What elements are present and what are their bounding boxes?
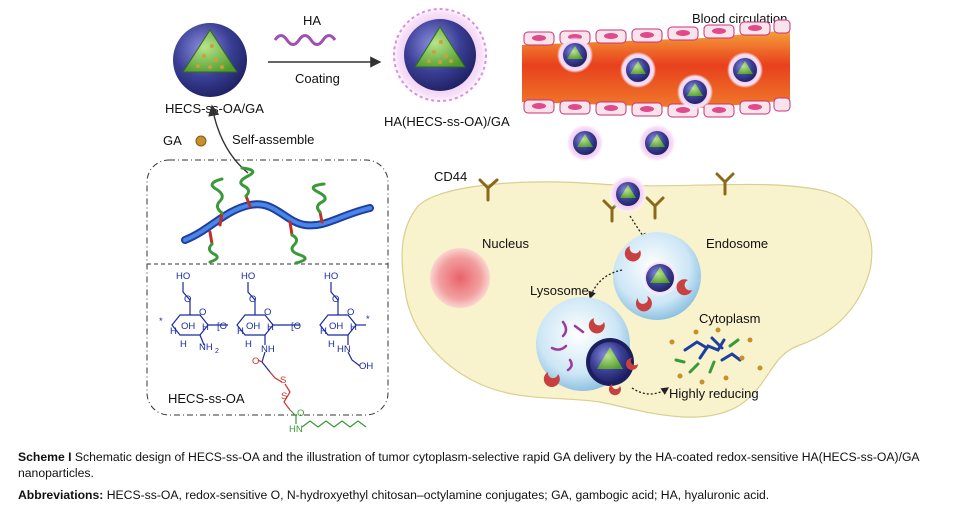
chem-h-7: H	[180, 339, 187, 350]
chem-carbonyl-o: O	[252, 356, 259, 367]
vessel-nanoparticles	[557, 37, 763, 110]
uptake-arrow	[629, 215, 647, 242]
chem-s-1: S	[280, 375, 286, 386]
chem-ho-1: HO	[176, 271, 190, 282]
polymer-name-label: HECS-ss-OA	[168, 391, 245, 406]
nucleus-label: Nucleus	[482, 236, 529, 251]
chem-ring-o-3: O	[347, 307, 354, 318]
polymer-chain-illustration	[181, 166, 374, 265]
chem-h-8: H	[245, 339, 252, 350]
chem-bracket-o-1: [O	[217, 321, 227, 332]
released-ga-dots	[669, 327, 763, 385]
chem-o-2: O	[249, 294, 256, 305]
chem-h-9: H	[328, 339, 335, 350]
lysosome	[536, 297, 638, 396]
self-assemble-label: Self-assemble	[232, 132, 314, 147]
blood-circulation-label: Blood circulation	[692, 11, 787, 26]
endosome	[613, 232, 701, 320]
chem-bracket-o-2: [O	[291, 321, 301, 332]
chem-amide-o: O	[297, 408, 304, 419]
scheme-caption-label: Scheme I	[18, 450, 72, 464]
chem-nh2: NH	[199, 342, 213, 353]
ha-strand-icon	[273, 34, 337, 46]
chem-oh-1: OH	[181, 321, 195, 332]
hecs-nanoparticle-label: HECS-ss-OA/GA	[165, 101, 264, 116]
abbreviations-label: Abbreviations:	[18, 488, 104, 502]
chem-oh-2: OH	[246, 321, 260, 332]
chem-hn: HN	[337, 344, 351, 355]
endosome-label: Endosome	[706, 236, 768, 251]
cd44-receptor-icon	[478, 172, 735, 223]
chem-ring-o-2: O	[264, 307, 271, 318]
chemical-structure: HO HO HO O O O O O O * * H OH H [O H OH …	[159, 271, 373, 435]
nucleus	[430, 248, 490, 308]
chem-h-6: H	[350, 322, 357, 333]
abbreviations-text: HECS-ss-OA, redox-sensitive O, N-hydroxy…	[106, 488, 770, 502]
chem-oh-3: OH	[329, 321, 343, 332]
free-nanoparticles	[566, 124, 676, 162]
chem-oh-4: OH	[359, 361, 373, 372]
chem-ho-2: HO	[241, 271, 255, 282]
chem-h-5: H	[320, 326, 327, 337]
chem-ring-o-1: O	[199, 307, 206, 318]
ga-molecule-icon	[195, 135, 207, 147]
chem-h-2: H	[202, 322, 209, 333]
chem-h-1: H	[170, 326, 177, 337]
lysosome-label: Lysosome	[530, 283, 589, 298]
chem-h-3: H	[237, 326, 244, 337]
chem-ho-3: HO	[324, 271, 338, 282]
ha-nanoparticle-label: HA(HECS-ss-OA)/GA	[384, 114, 510, 129]
binding-nanoparticle	[609, 175, 647, 213]
cd44-label: CD44	[434, 169, 467, 184]
chem-o-1: O	[184, 294, 191, 305]
endosome-to-lysosome-arrow	[588, 269, 623, 300]
ga-label: GA	[163, 133, 182, 148]
chem-star-right: *	[366, 314, 370, 325]
scheme-caption-text: Schematic design of HECS-ss-OA and the i…	[18, 450, 919, 480]
hecs-nanoparticle	[173, 23, 247, 97]
coating-label: Coating	[295, 71, 340, 86]
chem-h-4: H	[267, 322, 274, 333]
scheme-caption: Scheme I Schematic design of HECS-ss-OA …	[18, 449, 953, 481]
chem-nh: NH	[261, 344, 275, 355]
cytoplasm-label: Cytoplasm	[699, 311, 760, 326]
chem-star-left: *	[159, 316, 163, 327]
chem-amide-hn: HN	[289, 424, 303, 435]
chem-s-2: S	[281, 391, 287, 402]
chem-o-3: O	[332, 294, 339, 305]
ha-label: HA	[303, 13, 321, 28]
highly-reducing-label: Highly reducing	[669, 386, 759, 401]
ha-coated-nanoparticle	[390, 5, 490, 105]
released-polymer-fragments	[674, 336, 742, 374]
abbreviations: Abbreviations: HECS-ss-OA, redox-sensiti…	[18, 487, 953, 503]
polymer-box	[146, 159, 389, 416]
chem-nh2-subscript: 2	[215, 348, 219, 355]
